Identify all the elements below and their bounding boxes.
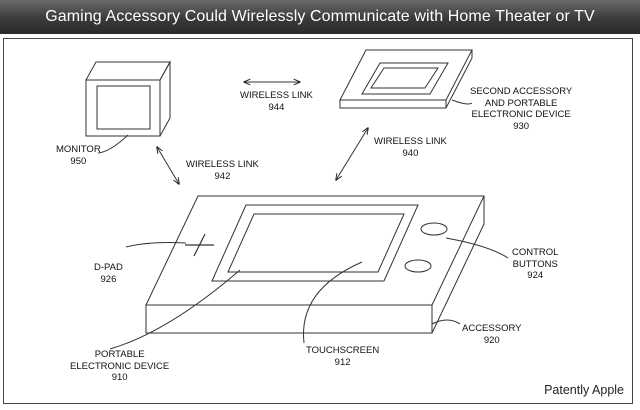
label-wireless-link-940: WIRELESS LINK 940: [374, 136, 447, 159]
accessory-drawing: [145, 195, 485, 334]
label-touchscreen: TOUCHSCREEN 912: [306, 345, 380, 368]
label-wireless-link-944: WIRELESS LINK 944: [240, 90, 313, 113]
second-accessory-drawing: [339, 49, 473, 109]
label-second-accessory: SECOND ACCESSORY AND PORTABLE ELECTRONIC…: [470, 86, 573, 132]
label-wireless-link-942: WIRELESS LINK 942: [186, 159, 259, 182]
figure-title: Gaming Accessory Could Wirelessly Commun…: [0, 0, 640, 34]
label-control-buttons: CONTROL BUTTONS 924: [512, 247, 559, 281]
label-accessory: ACCESSORY 920: [462, 323, 522, 346]
label-d-pad: D-PAD 926: [94, 262, 123, 285]
wireless-link-940-arrow: [336, 128, 368, 180]
label-monitor: MONITOR 950: [56, 144, 101, 167]
label-portable-electronic-device: PORTABLE ELECTRONIC DEVICE 910: [70, 349, 170, 383]
credit-text: Patently Apple: [544, 383, 624, 397]
figure-frame: [3, 38, 633, 404]
monitor-drawing: [85, 60, 171, 137]
leader-lines: [97, 99, 509, 350]
wireless-link-942-arrow: [157, 147, 179, 184]
